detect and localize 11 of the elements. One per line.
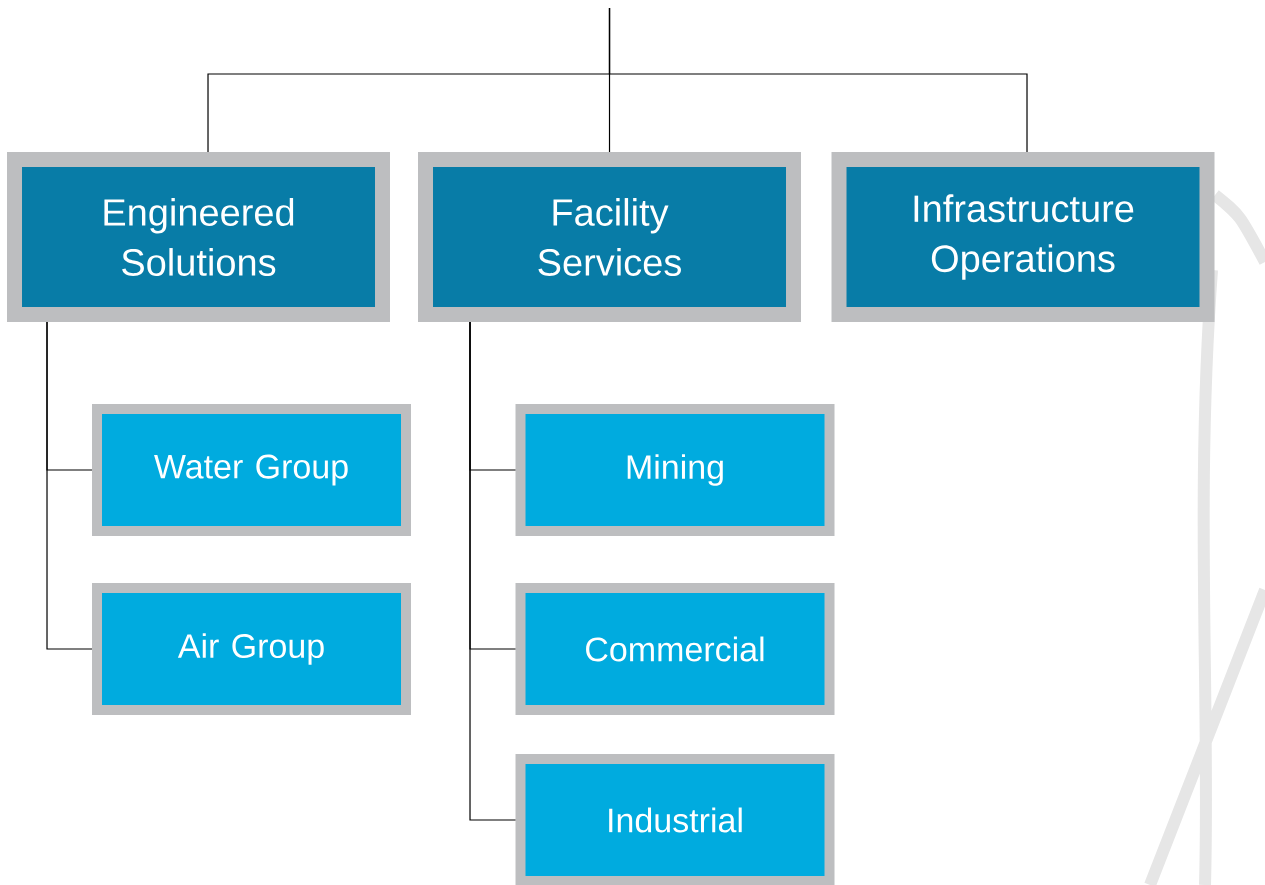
division-box: Infrastructure Operations bbox=[831, 152, 1215, 322]
connector-line bbox=[469, 321, 517, 821]
division-box: Facility Services bbox=[418, 152, 801, 322]
unit-box: Water Group bbox=[92, 404, 411, 536]
unit-box: Mining bbox=[515, 404, 835, 536]
unit-box: Air Group bbox=[92, 583, 411, 715]
connector-line bbox=[46, 321, 93, 650]
unit-box: Commercial bbox=[515, 583, 835, 715]
unit-box: Industrial bbox=[515, 754, 835, 885]
division-box: Engineered Solutions bbox=[7, 152, 390, 322]
connector-line bbox=[608, 7, 1028, 153]
